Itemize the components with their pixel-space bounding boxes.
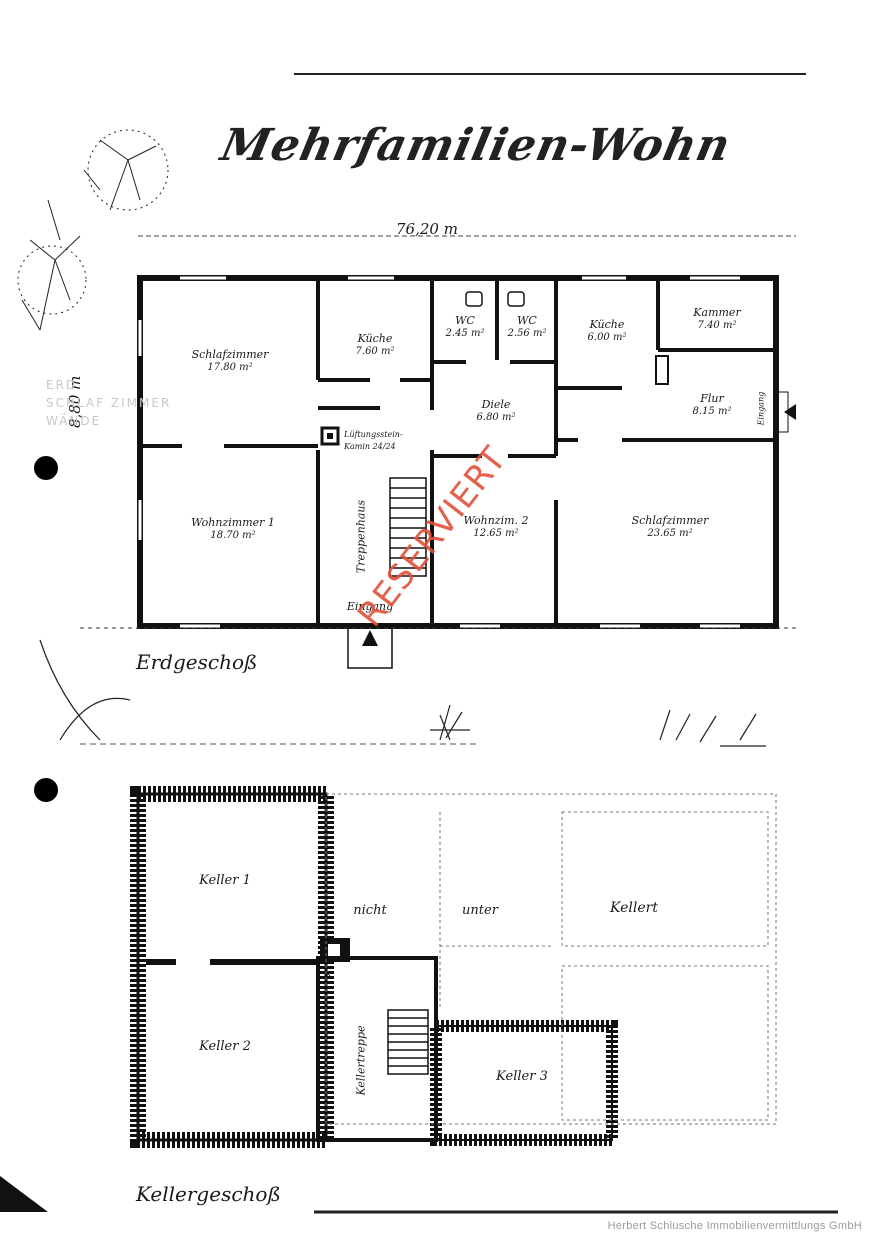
ground-floor-interior-walls: [140, 278, 776, 626]
dimension-width: 76,20 m: [396, 220, 458, 238]
room-keller-1: Keller 1: [199, 873, 251, 888]
chimney-label-top: Lüftungsstein-: [344, 430, 403, 439]
page-title: Mehrfamilien-Wohn: [216, 120, 736, 171]
room-wc-1: WC 2.45 m²: [445, 314, 485, 339]
not-basement-outline: [325, 793, 777, 1125]
not-basement-word-3: Kellert: [610, 900, 658, 916]
room-keller-3: Keller 3: [496, 1069, 548, 1084]
basement-chimney-label: K: [326, 970, 332, 979]
room-wc-2: WC 2.56 m²: [507, 314, 547, 339]
room-keller-2: Keller 2: [199, 1039, 251, 1054]
faint-text-line: WÄNDE: [46, 414, 102, 428]
faint-text-line: SCHLAF ZIMMER: [46, 396, 172, 410]
faint-text-line: ERD: [46, 378, 78, 392]
ground-floor-walls: [137, 275, 779, 629]
room-flur: Flur 8.15 m²: [692, 392, 732, 417]
punch-hole: [34, 778, 58, 802]
chimney-label: Kamin 24/24: [344, 442, 396, 451]
entrance-label: Eingang: [346, 600, 394, 613]
room-schlafzimmer-right: Schlafzimmer 23.65 m²: [631, 514, 709, 539]
ground-floor-label: Erdgeschoß: [136, 650, 258, 674]
room-wohnzimmer-1: Wohnzimmer 1 18.70 m²: [191, 516, 275, 541]
not-basement-word-1: nicht: [353, 903, 387, 918]
tree-sketch-icon: [17, 129, 169, 331]
entrance-arrow-icon: [362, 630, 378, 646]
room-kueche-right: Küche 6.00 m²: [587, 318, 627, 343]
room-kammer: Kammer 7.40 m²: [693, 306, 741, 331]
basement-walls: [130, 786, 618, 1148]
punch-hole: [34, 456, 58, 480]
stair-label: Treppenhaus: [354, 499, 368, 574]
room-kueche-left: Küche 7.60 m²: [355, 332, 395, 357]
room-diele: Diele 6.80 m²: [476, 398, 516, 423]
side-entrance-label: Eingang: [756, 391, 766, 426]
room-wohnzimmer-2: Wohnzim. 2 12.65 m²: [463, 514, 529, 539]
footer-company: Herbert Schlusche Immobilienvermittlungs…: [607, 1220, 862, 1232]
basement-stair-label: Kellertreppe: [354, 1025, 368, 1096]
room-schlafzimmer-left: Schlafzimmer 17.80 m²: [191, 348, 269, 373]
ground-staircase: [389, 477, 427, 577]
basement-label: Kellergeschoß: [136, 1182, 281, 1206]
side-entrance-arrow-icon: [784, 404, 796, 420]
shrub-sketch-icon: [39, 639, 766, 747]
not-basement-word-2: unter: [462, 903, 498, 918]
